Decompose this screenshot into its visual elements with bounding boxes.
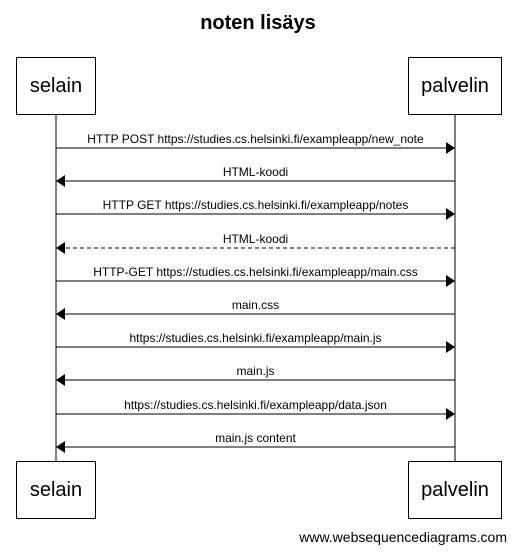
message-label: main.css xyxy=(232,298,279,312)
message-arrowhead xyxy=(446,142,455,154)
message-label: HTML-koodi xyxy=(223,165,288,179)
participant-box-palvelin-top: palvelin xyxy=(408,57,502,115)
message-1: HTTP POST https://studies.cs.helsinki.fi… xyxy=(56,132,455,154)
message-label: https://studies.cs.helsinki.fi/exampleap… xyxy=(129,331,381,345)
diagram-title: noten lisäys xyxy=(200,12,316,34)
message-7: https://studies.cs.helsinki.fi/exampleap… xyxy=(56,331,455,353)
message-arrowhead xyxy=(56,175,65,187)
message-label: main.js xyxy=(236,364,274,378)
participant-box-selain-bottom: selain xyxy=(16,461,96,519)
message-arrowhead xyxy=(446,275,455,287)
message-4: HTML-koodi xyxy=(56,232,455,254)
message-9: https://studies.cs.helsinki.fi/exampleap… xyxy=(56,398,455,420)
message-8: main.js xyxy=(56,364,455,386)
message-2: HTML-koodi xyxy=(56,165,455,187)
message-label: main.js content xyxy=(215,431,296,445)
message-arrowhead xyxy=(446,208,455,220)
message-label: HTTP GET https://studies.cs.helsinki.fi/… xyxy=(103,198,409,212)
message-label: HTTP-GET https://studies.cs.helsinki.fi/… xyxy=(93,265,418,279)
message-label: https://studies.cs.helsinki.fi/exampleap… xyxy=(124,398,387,412)
message-6: main.css xyxy=(56,298,455,320)
message-5: HTTP-GET https://studies.cs.helsinki.fi/… xyxy=(56,265,455,287)
message-10: main.js content xyxy=(56,431,455,453)
message-arrowhead xyxy=(56,242,65,254)
message-arrowhead xyxy=(446,341,455,353)
message-arrowhead xyxy=(56,374,65,386)
message-arrowhead xyxy=(446,408,455,420)
participant-box-palvelin-bottom: palvelin xyxy=(408,461,502,519)
message-arrowhead xyxy=(56,308,65,320)
watermark-text: www.websequencediagrams.com xyxy=(299,529,507,545)
message-arrowhead xyxy=(56,441,65,453)
message-list: HTTP POST https://studies.cs.helsinki.fi… xyxy=(56,132,455,453)
message-label: HTML-koodi xyxy=(223,232,288,246)
message-3: HTTP GET https://studies.cs.helsinki.fi/… xyxy=(56,198,455,220)
participant-box-selain-top: selain xyxy=(16,57,96,115)
message-label: HTTP POST https://studies.cs.helsinki.fi… xyxy=(87,132,424,146)
